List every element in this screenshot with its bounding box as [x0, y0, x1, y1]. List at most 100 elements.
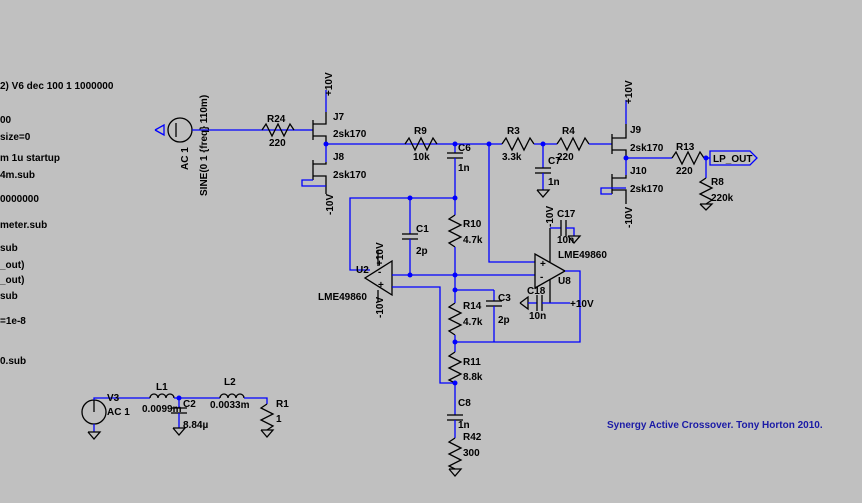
capacitor-c17[interactable] — [550, 220, 582, 244]
r24-label: R24 — [267, 114, 286, 125]
c8-label: C8 — [458, 398, 471, 409]
directive-line: =1e-8 — [0, 316, 26, 327]
directive-line: 0000000 — [0, 194, 39, 205]
jfet-j10[interactable] — [600, 158, 627, 204]
j9-value: 2sk170 — [630, 143, 664, 154]
c18-label: C18 — [527, 286, 546, 297]
resistor-r3[interactable] — [501, 136, 535, 152]
v3-ac: AC 1 — [107, 407, 130, 418]
u8-label: U8 — [558, 276, 571, 287]
ac-source-v3[interactable] — [81, 397, 150, 440]
opamp-u8[interactable] — [455, 228, 581, 343]
c17-label: C17 — [557, 209, 576, 220]
m10-label-b: -10V — [624, 207, 635, 228]
directive-line: size=0 — [0, 132, 31, 143]
ac-source-v6[interactable] — [154, 117, 300, 143]
directive-line: m 1u startup — [0, 153, 60, 164]
r4-value: 220 — [557, 152, 574, 163]
j7-label: J7 — [333, 112, 345, 123]
directive-line: sub — [0, 243, 18, 254]
resistor-r4[interactable] — [556, 136, 590, 152]
inductor-l1[interactable] — [149, 393, 175, 399]
directive-line: sub — [0, 291, 18, 302]
r10-label: R10 — [463, 219, 482, 230]
r13-value: 220 — [676, 166, 693, 177]
r10-value: 4.7k — [463, 235, 483, 246]
resistor-r8[interactable] — [698, 158, 714, 211]
capacitor-c8[interactable] — [447, 414, 463, 438]
r14-label: R14 — [463, 301, 482, 312]
r8-label: R8 — [711, 177, 724, 188]
j9-label: J9 — [630, 125, 642, 136]
sine-label: SINE(0 1 {freq} 110m) — [199, 95, 210, 196]
resistor-r42[interactable] — [447, 437, 463, 477]
capacitor-c6[interactable] — [447, 144, 463, 215]
u8-model: LME49860 — [558, 250, 607, 261]
r14-value: 4.7k — [463, 317, 483, 328]
r9-value: 10k — [413, 152, 430, 163]
inductor-l2[interactable] — [219, 393, 245, 399]
opamp-u2[interactable] — [363, 250, 455, 384]
c6-value: 1n — [458, 163, 470, 174]
l1-value: 0.0099m — [142, 404, 182, 415]
capacitor-c18[interactable] — [519, 295, 570, 311]
r11-value: 8.8k — [463, 372, 483, 383]
directive-line: 0.sub — [0, 356, 26, 367]
u2-plus: +10V — [375, 242, 386, 266]
r9-label: R9 — [414, 126, 427, 137]
m10-label: -10V — [325, 194, 336, 215]
resistor-r24[interactable] — [261, 122, 295, 138]
r1-value: 1 — [276, 414, 282, 425]
c18-value: 10n — [529, 311, 546, 322]
spice-directives: 2) V6 dec 100 1 1000000 00 size=0 m 1u s… — [0, 81, 114, 367]
capacitor-c7[interactable] — [535, 144, 551, 198]
resistor-r1[interactable] — [259, 403, 275, 438]
r3-label: R3 — [507, 126, 520, 137]
jfet-j8[interactable] — [301, 144, 327, 194]
p10-label: +10V — [324, 72, 335, 96]
r1-label: R1 — [276, 399, 289, 410]
r8-value: 220k — [711, 193, 734, 204]
opamp-sign: + — [378, 280, 384, 291]
j10-label: J10 — [630, 166, 647, 177]
c3-value: 2p — [498, 315, 510, 326]
u2-model: LME49860 — [318, 292, 367, 303]
r13-label: R13 — [676, 142, 695, 153]
c2-label: C2 — [183, 399, 196, 410]
resistor-r13[interactable] — [671, 150, 705, 166]
u2-label: U2 — [356, 265, 369, 276]
resistor-r11[interactable] — [447, 351, 463, 415]
opamp-sign: - — [378, 267, 381, 278]
capacitor-c2[interactable] — [171, 398, 187, 436]
j7-value: 2sk170 — [333, 129, 367, 140]
j8-value: 2sk170 — [333, 170, 367, 181]
c17-value: 10n — [557, 235, 574, 246]
capacitor-c1[interactable] — [402, 198, 418, 275]
jfet-j7[interactable] — [300, 90, 327, 144]
c6-label: C6 — [458, 143, 471, 154]
c8-value: 1n — [458, 420, 470, 431]
lp-out-port[interactable] — [709, 150, 758, 166]
c18-plus: +10V — [570, 299, 594, 310]
r42-value: 300 — [463, 448, 480, 459]
u2-minus: -10V — [375, 297, 386, 318]
directive-line: _out) — [0, 260, 24, 271]
j8-label: J8 — [333, 152, 345, 163]
resistor-r10[interactable] — [447, 214, 463, 290]
opamp-sign: + — [540, 259, 546, 270]
resistor-r9[interactable] — [404, 136, 438, 152]
c3-label: C3 — [498, 293, 511, 304]
v3-label: V3 — [107, 393, 120, 404]
p10-label-b: +10V — [624, 80, 635, 104]
jfet-j9[interactable] — [611, 100, 627, 158]
opamp-sign: - — [540, 272, 543, 283]
capacitor-c3[interactable] — [455, 289, 502, 342]
lp-out-label: LP_OUT — [713, 154, 752, 165]
r24-value: 220 — [269, 138, 286, 149]
c17-minus: -10V — [545, 206, 556, 227]
r42-label: R42 — [463, 432, 482, 443]
c7-value: 1n — [548, 177, 560, 188]
schematic-annotation: Synergy Active Crossover. Tony Horton 20… — [607, 420, 823, 431]
c2-value: 8.84µ — [183, 420, 208, 431]
